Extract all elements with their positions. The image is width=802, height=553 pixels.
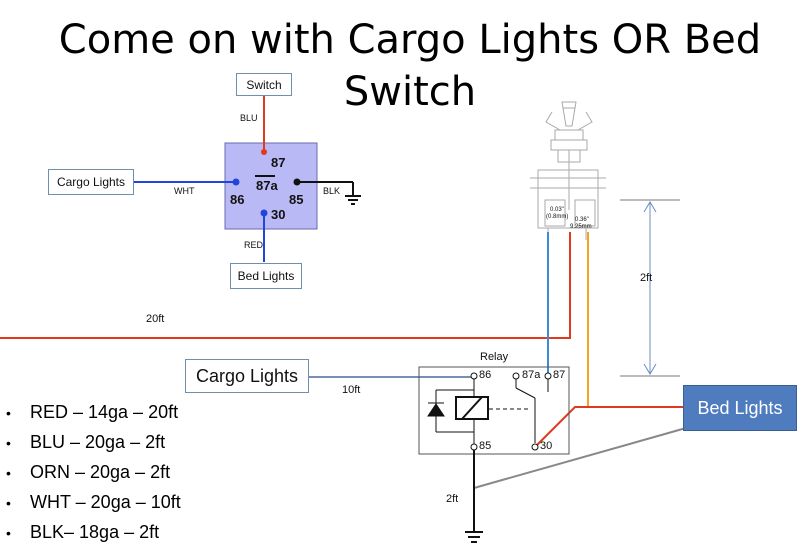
pin-87-dot — [261, 149, 267, 155]
relay-pin-86 — [470, 372, 478, 380]
legend-item: •RED – 14ga – 20ft — [6, 402, 179, 422]
top-pin-85: 85 — [289, 192, 304, 207]
relay-pin-87a — [512, 372, 520, 380]
legend-item: •BLU – 20ga – 2ft — [6, 432, 166, 452]
top-relay-body — [224, 142, 318, 230]
toggle-dim-1: 0.03" — [550, 207, 564, 213]
bed-lights-box-top: Bed Lights — [230, 263, 302, 289]
pin-86-dot — [232, 178, 240, 186]
red-bed-wire — [532, 406, 686, 450]
top-pin-87a: 87a — [256, 178, 278, 193]
toggle-dim-2: 0.36" — [575, 217, 589, 223]
top-pin-87: 87 — [271, 155, 286, 170]
relay-title: Relay — [480, 351, 509, 363]
cargo-lights-box-main: Cargo Lights — [185, 359, 309, 393]
toggle-dim-1b: (0.8mm) — [546, 214, 569, 220]
toggle-dim-2b: 9.25mm — [570, 224, 592, 230]
wire-label-blu: BLU — [240, 113, 258, 123]
main-relay-box — [418, 366, 570, 455]
bed-lights-box-main: Bed Lights — [683, 385, 797, 431]
relay-label-87: 87 — [553, 369, 566, 381]
ground-2ft-label: 2ft — [446, 493, 459, 505]
relay-label-30: 30 — [540, 440, 553, 452]
cargo-lights-box-top: Cargo Lights — [48, 169, 134, 195]
wire-gauge-legend: •RED – 14ga – 20ft •BLU – 20ga – 2ft •OR… — [6, 398, 181, 548]
bed-ground-wire — [473, 427, 687, 489]
page-title: Come on with Cargo Lights OR Bed Switch — [58, 17, 762, 115]
dimension-2ft-label: 2ft — [640, 272, 653, 284]
pin-85-dot — [293, 178, 301, 186]
legend-item: •ORN – 20ga – 2ft — [6, 462, 171, 482]
wire-label-red: RED — [244, 240, 264, 250]
wire-label-blk: BLK — [323, 186, 341, 196]
toggle-switch-drawing — [530, 101, 606, 240]
top-pin-30: 30 — [271, 207, 286, 222]
relay-label-85: 85 — [479, 440, 492, 452]
relay-label-86: 86 — [479, 369, 492, 381]
wire-20ft-label: 20ft — [146, 313, 165, 325]
relay-pin-87 — [544, 372, 552, 380]
red-20ft-wire — [0, 232, 571, 339]
relay-pin-30 — [531, 443, 539, 451]
pin-30-dot — [260, 209, 268, 217]
top-pin-86: 86 — [230, 192, 245, 207]
relay-pin-85 — [470, 443, 478, 451]
wire-10ft-label: 10ft — [342, 384, 361, 396]
wire-label-wht: WHT — [174, 186, 195, 196]
legend-item: •WHT – 20ga – 10ft — [6, 492, 181, 512]
diode-symbol — [427, 389, 474, 433]
switch-box: Switch — [236, 73, 292, 96]
relay-label-87a: 87a — [522, 369, 541, 381]
legend-item: •BLK– 18ga – 2ft — [6, 522, 160, 542]
